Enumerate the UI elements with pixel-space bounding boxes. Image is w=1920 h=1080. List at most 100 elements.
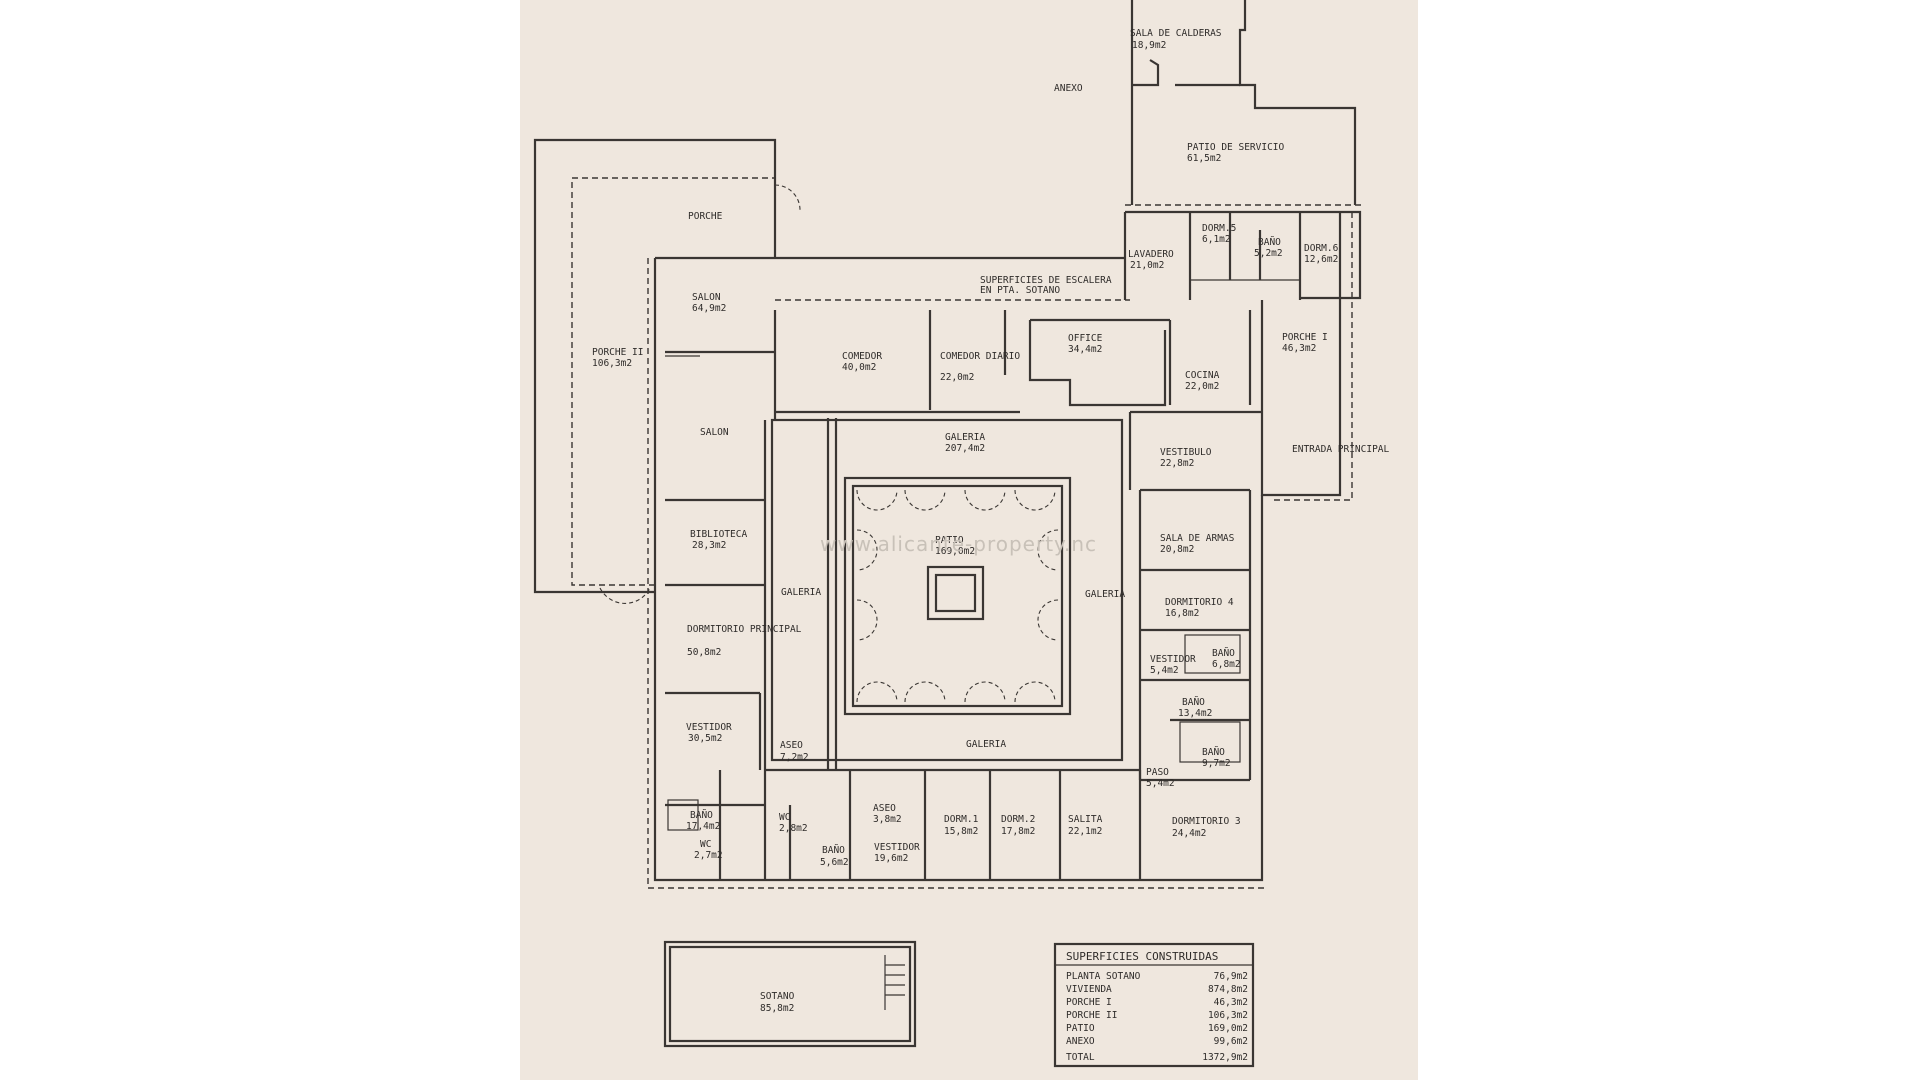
room-label: PORCHE II (592, 347, 643, 358)
room-label: VESTIDOR (686, 722, 732, 733)
summary-row-value: 76,9m2 (1214, 971, 1248, 982)
summary-row-value: 106,3m2 (1208, 1010, 1248, 1021)
room-label: PATIO (935, 535, 964, 546)
room-label: BAÑO (822, 845, 845, 856)
room-area: 3,8m2 (873, 814, 902, 825)
room-area: 22,1m2 (1068, 826, 1102, 837)
room-label: DORMITORIO 3 (1172, 816, 1241, 827)
room-label: SALON (692, 292, 721, 303)
room-area: 12,6m2 (1304, 254, 1338, 265)
room-label: COCINA (1185, 370, 1220, 381)
room-area: 19,6m2 (874, 853, 908, 864)
room-label: DORMITORIO 4 (1165, 597, 1234, 608)
room-label: BAÑO (690, 810, 713, 821)
room-label: GALERIA (945, 432, 985, 443)
room-label: PORCHE (688, 211, 723, 222)
room-label: LAVADERO (1128, 249, 1174, 260)
room-area: 50,8m2 (687, 647, 721, 658)
room-label: DORM.5 (1202, 223, 1236, 234)
room-label: ANEXO (1054, 83, 1083, 94)
room-label: VESTIDOR (1150, 654, 1196, 665)
summary-row-label: PATIO (1066, 1023, 1095, 1034)
room-area: 15,8m2 (944, 826, 978, 837)
summary-table-frame (1053, 942, 1255, 1068)
room-area: 9,7m2 (1202, 758, 1231, 769)
room-area: 61,5m2 (1187, 153, 1221, 164)
room-label: COMEDOR (842, 351, 882, 362)
room-area: 6,8m2 (1212, 659, 1241, 670)
room-area: 2,8m2 (779, 823, 808, 834)
room-label: SALA DE CALDERAS (1130, 28, 1222, 39)
room-area: 18,9m2 (1132, 40, 1166, 51)
room-label: BAÑO (1212, 648, 1235, 659)
room-label: OFFICE (1068, 333, 1103, 344)
room-area: 7,2m2 (780, 752, 809, 763)
room-area: 21,0m2 (1130, 260, 1164, 271)
room-label: PATIO DE SERVICIO (1187, 142, 1285, 153)
room-area: EN PTA. SOTANO (980, 285, 1060, 296)
annex-walls (1123, 0, 1362, 300)
room-label: WC (779, 812, 790, 823)
east-wing-partitions (1128, 412, 1252, 782)
room-label: GALERIA (781, 587, 821, 598)
room-label: BAÑO (1202, 747, 1225, 758)
summary-row-value: 99,6m2 (1214, 1036, 1248, 1047)
room-label: SUPERFICIES DE ESCALERA (980, 275, 1112, 286)
room-area: 17,8m2 (1001, 826, 1035, 837)
north-wing-partitions (665, 310, 1262, 420)
basement (663, 940, 917, 1048)
room-area: 106,3m2 (592, 358, 632, 369)
room-label: SALON (700, 427, 729, 438)
summary-row-label: TOTAL (1066, 1052, 1095, 1063)
room-labels: SALA DE CALDERAS 18,9m2 ANEXO PATIO DE S… (592, 28, 1390, 1014)
room-label: SOTANO (760, 991, 795, 1002)
room-label: WC (700, 839, 711, 850)
room-label: SALITA (1068, 814, 1103, 825)
room-area: 64,9m2 (692, 303, 726, 314)
room-area: 24,4m2 (1172, 828, 1206, 839)
room-area: 40,0m2 (842, 362, 876, 373)
room-label: DORM.1 (944, 814, 979, 825)
room-label: VESTIBULO (1160, 447, 1212, 458)
room-area: 16,8m2 (1165, 608, 1199, 619)
room-area: 46,3m2 (1282, 343, 1316, 354)
room-label: ASEO (780, 740, 803, 751)
courtyard (770, 418, 1124, 770)
summary-row-label: PORCHE I (1066, 997, 1112, 1008)
room-label: GALERIA (1085, 589, 1125, 600)
room-area: 20,8m2 (1160, 544, 1194, 555)
west-porch (533, 138, 801, 604)
summary-row-value: 1372,9m2 (1202, 1052, 1248, 1063)
room-area: 5,4m2 (1146, 778, 1175, 789)
room-label: DORM.2 (1001, 814, 1035, 825)
room-area: 17,4m2 (686, 821, 720, 832)
main-house-walls (647, 212, 1353, 889)
west-wing-partitions (665, 420, 1142, 880)
room-area: 22,0m2 (1185, 381, 1219, 392)
summary-row-value: 874,8m2 (1208, 984, 1248, 995)
summary-row-value: 46,3m2 (1214, 997, 1248, 1008)
summary-table: SUPERFICIES CONSTRUIDAS PLANTA SOTANO 76… (1066, 950, 1248, 1063)
room-area: 13,4m2 (1178, 708, 1212, 719)
room-label: DORMITORIO PRINCIPAL (687, 624, 802, 635)
floor-plan-paper (520, 0, 1418, 1080)
room-area: 34,4m2 (1068, 344, 1102, 355)
room-label: PORCHE I (1282, 332, 1328, 343)
summary-row-label: PORCHE II (1066, 1010, 1117, 1021)
room-label: BIBLIOTECA (690, 529, 747, 540)
room-area: 6,1m2 (1202, 234, 1231, 245)
summary-row-label: VIVIENDA (1066, 984, 1112, 995)
room-area: 28,3m2 (692, 540, 726, 551)
room-area: 5,2m2 (1254, 248, 1283, 259)
room-area: 207,4m2 (945, 443, 985, 454)
room-area: 30,5m2 (688, 733, 722, 744)
room-label: GALERIA (966, 739, 1006, 750)
summary-title: SUPERFICIES CONSTRUIDAS (1066, 950, 1218, 963)
room-area: 85,8m2 (760, 1003, 794, 1014)
summary-row-value: 169,0m2 (1208, 1023, 1248, 1034)
watermark: www.alicante-property.nc (820, 532, 1098, 556)
room-label: BAÑO (1258, 237, 1281, 248)
room-area: 169,0m2 (935, 546, 975, 557)
room-area: 22,8m2 (1160, 458, 1194, 469)
